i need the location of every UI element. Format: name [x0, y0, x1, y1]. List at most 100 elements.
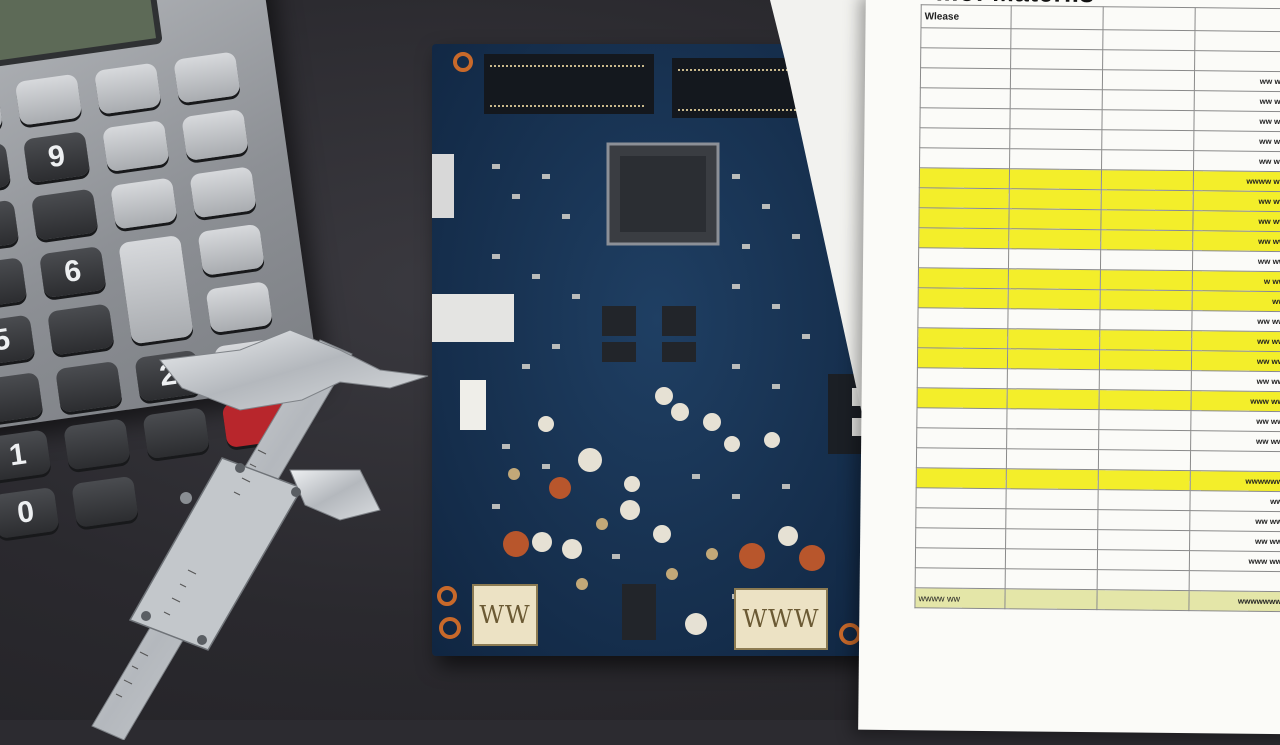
table-cell — [915, 527, 1006, 549]
table-cell — [1007, 368, 1100, 390]
table-cell — [1099, 369, 1192, 391]
table-cell — [1006, 448, 1099, 470]
bom-total-label: wwww ww — [914, 587, 1006, 609]
table-cell — [1009, 148, 1102, 170]
bom-value-cell: ww ww — [1189, 510, 1280, 532]
table-cell — [1101, 189, 1194, 211]
calculator-key-5: 5 — [0, 314, 36, 367]
calculator-key — [0, 371, 44, 425]
table-cell — [1194, 7, 1280, 32]
calculator-key — [0, 257, 28, 310]
bom-value-cell: ww ww — [1190, 430, 1280, 452]
bom-value-cell: ww ww — [1193, 150, 1280, 172]
table-cell — [916, 467, 1007, 489]
calculator-key — [102, 119, 170, 173]
table-cell — [1006, 408, 1100, 430]
table-cell — [1008, 288, 1101, 310]
table-cell — [1008, 268, 1101, 290]
table-cell — [1010, 68, 1103, 90]
table-cell — [1097, 529, 1190, 551]
table-cell — [1007, 328, 1100, 350]
table-cell — [1007, 308, 1101, 330]
table-cell — [1098, 409, 1191, 431]
table-cell — [1005, 488, 1099, 510]
caliper-drawing — [91, 329, 429, 741]
calculator-key — [0, 84, 4, 137]
table-cell — [1008, 208, 1102, 230]
bom-value-cell — [1190, 450, 1280, 472]
pcb-connector-label-left: WW — [472, 584, 538, 646]
table-cell — [1005, 508, 1098, 530]
bom-value-cell: wwwwww — [1190, 470, 1280, 492]
bom-value-cell: ww ww — [1192, 230, 1280, 252]
table-cell — [917, 327, 1008, 349]
table-cell — [1101, 169, 1194, 191]
calculator-key — [0, 142, 12, 195]
bom-value-cell: ww ww — [1189, 530, 1280, 552]
bom-value-cell: ww — [1192, 290, 1280, 312]
table-cell — [1004, 588, 1098, 610]
table-cell — [1005, 568, 1098, 590]
table-cell — [1100, 269, 1193, 291]
table-cell — [1101, 149, 1194, 171]
vernier-caliper — [90, 320, 450, 741]
table-cell — [919, 107, 1011, 129]
bom-value-cell: wwww ww — [1193, 170, 1280, 192]
calculator-display — [0, 0, 163, 73]
table-cell — [1009, 168, 1102, 190]
table-cell — [1098, 469, 1191, 491]
table-cell — [1097, 489, 1191, 511]
bom-value-cell: ww ww — [1193, 110, 1280, 132]
table-cell — [1100, 249, 1193, 271]
calculator-key-6: 6 — [38, 245, 107, 299]
calculator-key — [110, 177, 178, 230]
bom-value-cell: ww ww — [1193, 130, 1280, 152]
table-cell — [917, 367, 1008, 389]
bom-value-cell: w ww — [1192, 270, 1280, 292]
table-cell — [1102, 49, 1195, 71]
table-cell — [1099, 329, 1192, 351]
table-cell — [915, 487, 1007, 509]
table-cell — [919, 127, 1010, 149]
table-cell — [918, 267, 1009, 289]
table-cell — [1099, 349, 1192, 371]
table-cell — [918, 287, 1009, 309]
table-cell — [1097, 549, 1190, 571]
table-cell — [1006, 468, 1099, 490]
table-cell — [1010, 48, 1103, 70]
table-cell — [916, 427, 1007, 449]
table-cell — [1102, 69, 1195, 91]
table-cell — [1099, 389, 1192, 411]
calculator-key — [173, 51, 241, 104]
table-cell — [1009, 108, 1103, 130]
calculator-key — [14, 73, 83, 126]
calculator-key-1: 1 — [0, 429, 52, 482]
bom-value-cell: ww ww — [1191, 330, 1280, 352]
calculator-key-0: 0 — [0, 486, 60, 540]
table-cell — [1007, 388, 1100, 410]
table-cell — [1102, 6, 1196, 31]
table-cell — [918, 227, 1009, 249]
bom-value-cell: ww ww — [1191, 350, 1280, 372]
bom-value-cell: ww ww — [1194, 90, 1280, 112]
table-cell — [1102, 89, 1195, 111]
table-cell — [916, 407, 1008, 429]
calculator-key — [197, 223, 265, 276]
table-cell — [1010, 5, 1104, 30]
table-cell — [1007, 348, 1100, 370]
pcb-connector-label-right: WWW — [734, 588, 828, 650]
bom-value-cell — [1194, 50, 1280, 72]
table-cell — [916, 447, 1007, 469]
table-cell — [1006, 428, 1099, 450]
bom-value-cell: ww ww — [1191, 370, 1280, 392]
table-cell — [920, 67, 1011, 89]
table-cell — [1100, 209, 1194, 231]
table-cell — [1097, 569, 1190, 591]
calculator-key — [189, 166, 257, 219]
bom-value-cell: ww ww — [1193, 190, 1280, 212]
bom-value-cell: ww ww — [1192, 210, 1280, 232]
table-cell — [1009, 128, 1102, 150]
table-cell — [915, 567, 1006, 589]
bom-value-cell: ww ww — [1192, 250, 1280, 272]
